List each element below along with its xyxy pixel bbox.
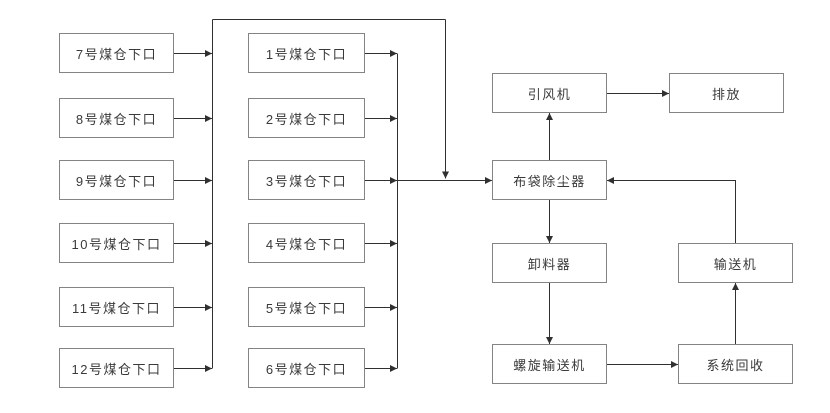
box-system-recovery: 系统回收 [678,344,793,384]
box-bunker-5-outlet: 5号煤仓下口 [248,287,365,327]
box-bunker-1-outlet: 1号煤仓下口 [248,33,365,73]
box-bunker-12-outlet: 12号煤仓下口 [59,348,174,388]
box-bunker-11-outlet: 11号煤仓下口 [59,287,174,327]
box-unloader: 卸料器 [492,243,607,283]
box-induced-draft-fan: 引风机 [492,73,607,113]
box-screw-conveyor: 螺旋输送机 [492,344,607,384]
edge-conveyor-to-bagfilter [607,177,736,243]
box-bunker-7-outlet: 7号煤仓下口 [59,33,174,73]
box-bunker-4-outlet: 4号煤仓下口 [248,223,365,263]
box-bunker-10-outlet: 10号煤仓下口 [59,223,174,263]
box-exhaust: 排放 [669,73,784,113]
box-bunker-3-outlet: 3号煤仓下口 [248,160,365,200]
box-bunker-6-outlet: 6号煤仓下口 [248,348,365,388]
box-bunker-8-outlet: 8号煤仓下口 [59,98,174,138]
box-bunker-2-outlet: 2号煤仓下口 [248,98,365,138]
box-bag-dust-collector: 布袋除尘器 [492,160,607,200]
box-conveyor: 输送机 [678,243,793,283]
box-bunker-9-outlet: 9号煤仓下口 [59,160,174,200]
